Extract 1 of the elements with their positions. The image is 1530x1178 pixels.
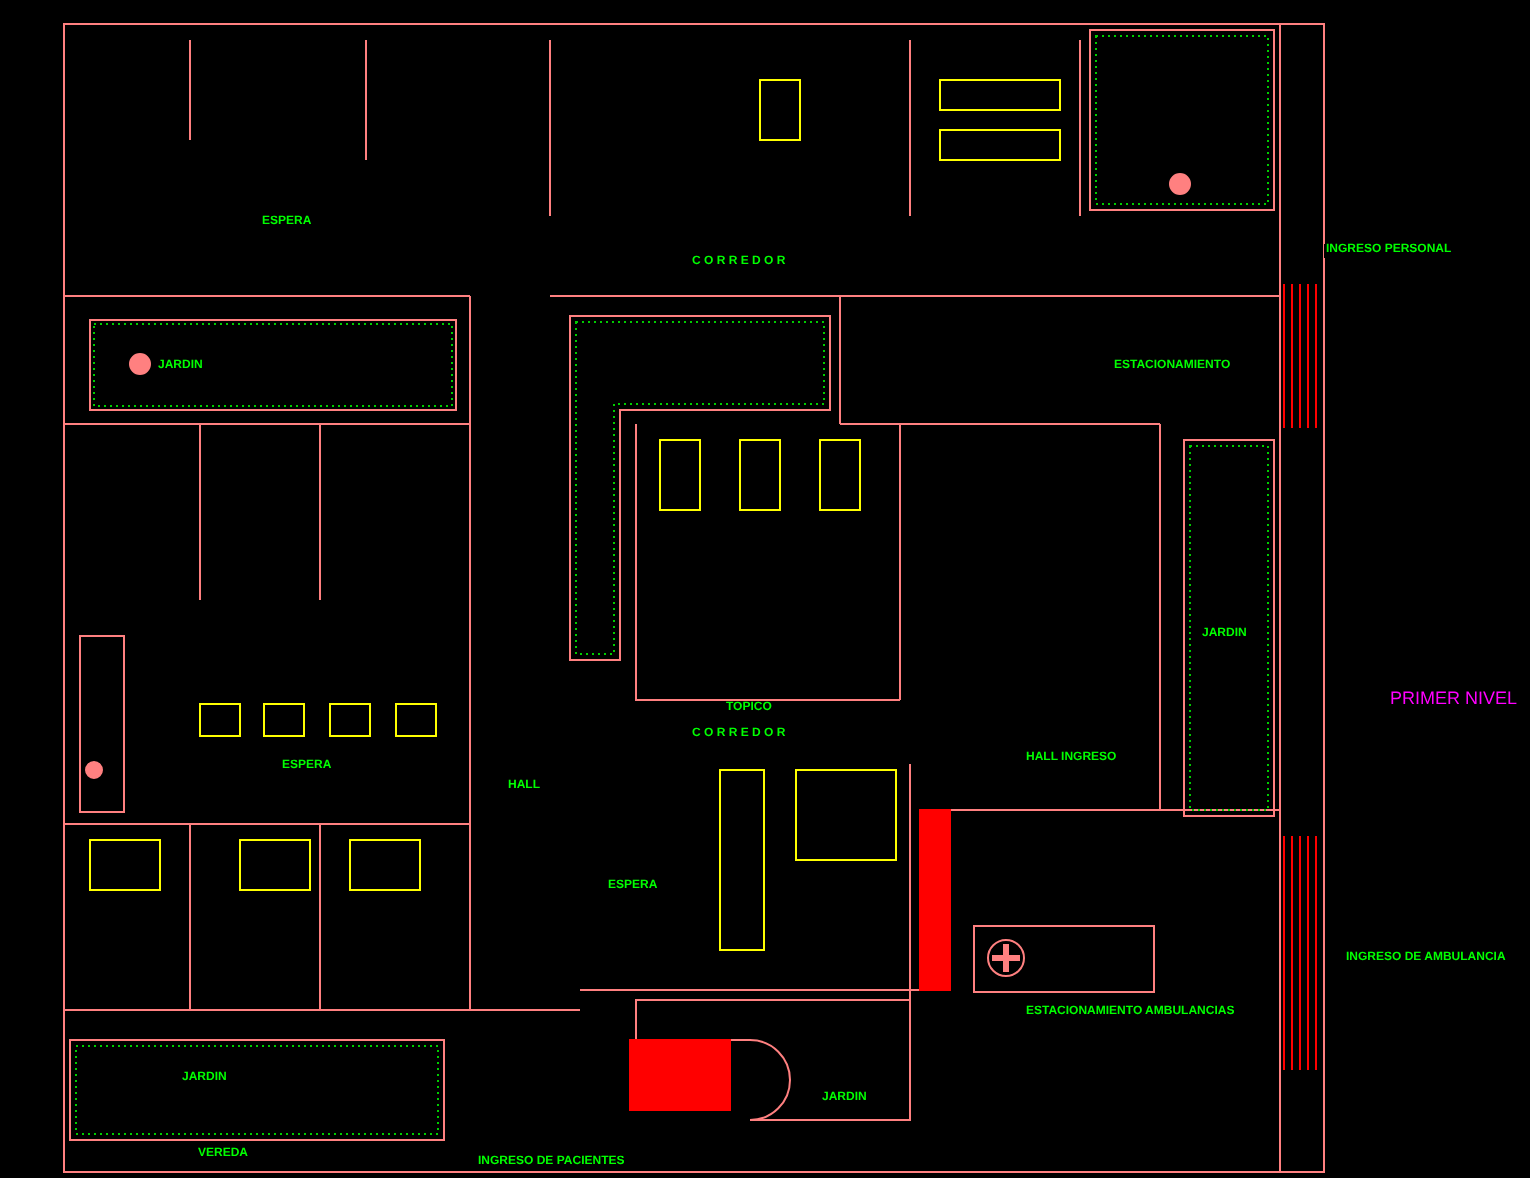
plan-title: PRIMER NIVEL (1390, 688, 1518, 710)
